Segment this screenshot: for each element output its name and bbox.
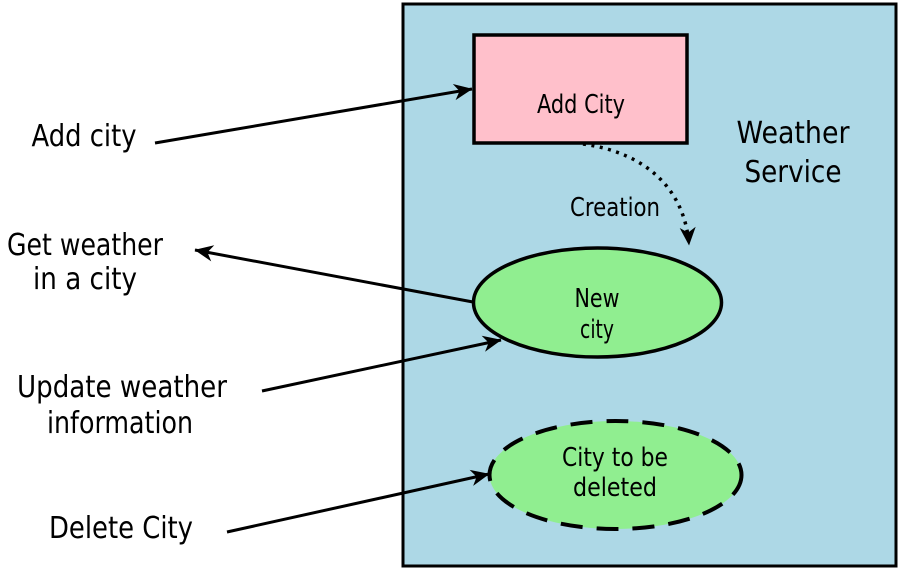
get-weather-annotation-line1: Get weather xyxy=(7,228,164,263)
add-city-box-label: Add City xyxy=(537,90,625,120)
update-weather-arrow xyxy=(261,335,502,393)
city-to-delete-label-line2: deleted xyxy=(573,473,657,503)
add-city-annotation: Add city xyxy=(32,119,137,154)
new-city-ellipse xyxy=(471,246,724,359)
container-title-line2: Service xyxy=(745,155,842,190)
creation-arrow-label: Creation xyxy=(570,193,660,223)
add-city-arrow xyxy=(154,83,473,145)
container-title-line1: Weather xyxy=(737,116,851,151)
get-weather-annotation-line2: in a city xyxy=(33,262,137,297)
new-city-label-line1: New xyxy=(575,284,620,314)
get-weather-arrow xyxy=(194,245,474,304)
add-city-box xyxy=(472,33,689,145)
delete-city-annotation: Delete City xyxy=(49,511,193,546)
update-weather-annotation-line2: information xyxy=(47,406,193,441)
new-city-label-line2: city xyxy=(580,315,614,345)
delete-city-arrow xyxy=(226,469,490,534)
update-weather-annotation-line1: Update weather xyxy=(17,370,228,405)
city-to-delete-label-line1: City to be xyxy=(562,443,668,473)
